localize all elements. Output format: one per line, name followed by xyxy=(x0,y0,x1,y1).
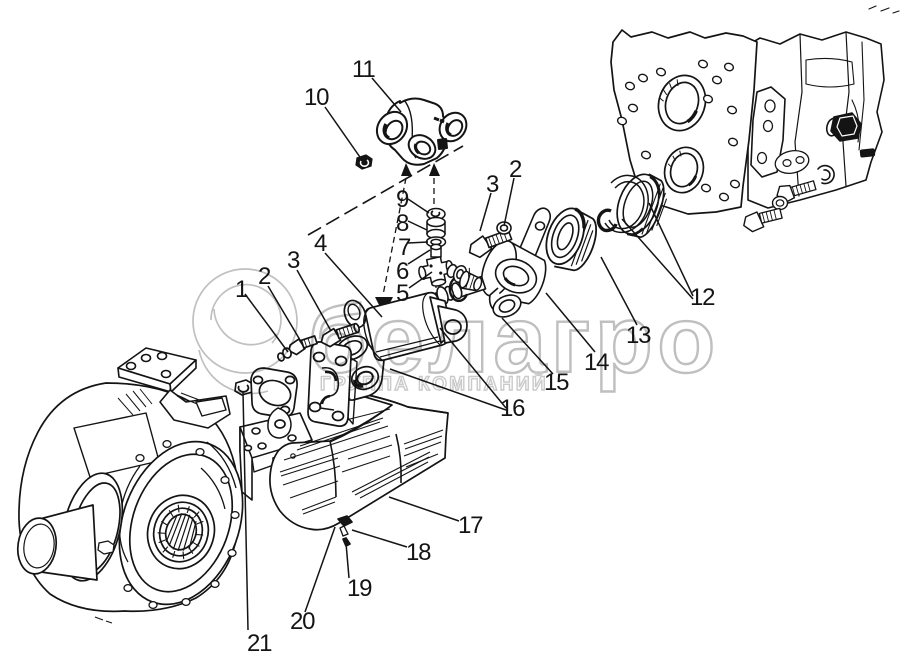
svg-text:21: 21 xyxy=(247,630,272,657)
svg-text:13: 13 xyxy=(626,322,651,349)
svg-text:14: 14 xyxy=(584,349,609,376)
svg-text:7: 7 xyxy=(398,234,411,261)
svg-text:12: 12 xyxy=(690,284,715,311)
svg-text:3: 3 xyxy=(287,247,300,274)
svg-text:5: 5 xyxy=(396,280,409,307)
svg-text:6: 6 xyxy=(396,258,409,285)
svg-text:9: 9 xyxy=(396,186,409,213)
svg-text:15: 15 xyxy=(544,369,569,396)
svg-text:белагро: белагро xyxy=(308,287,720,393)
svg-text:1: 1 xyxy=(235,276,248,303)
svg-text:20: 20 xyxy=(290,608,315,635)
svg-text:4: 4 xyxy=(314,230,327,257)
svg-text:16: 16 xyxy=(500,395,525,422)
svg-text:2: 2 xyxy=(509,156,522,183)
svg-text:10: 10 xyxy=(304,84,329,111)
svg-text:8: 8 xyxy=(396,210,409,237)
svg-text:ГРУППА КОМПАНИЙ: ГРУППА КОМПАНИЙ xyxy=(320,373,548,395)
svg-text:17: 17 xyxy=(458,512,483,539)
svg-text:3: 3 xyxy=(486,171,499,198)
svg-text:2: 2 xyxy=(258,263,271,290)
svg-text:19: 19 xyxy=(347,575,372,602)
svg-text:11: 11 xyxy=(352,56,375,83)
svg-text:18: 18 xyxy=(406,539,431,566)
